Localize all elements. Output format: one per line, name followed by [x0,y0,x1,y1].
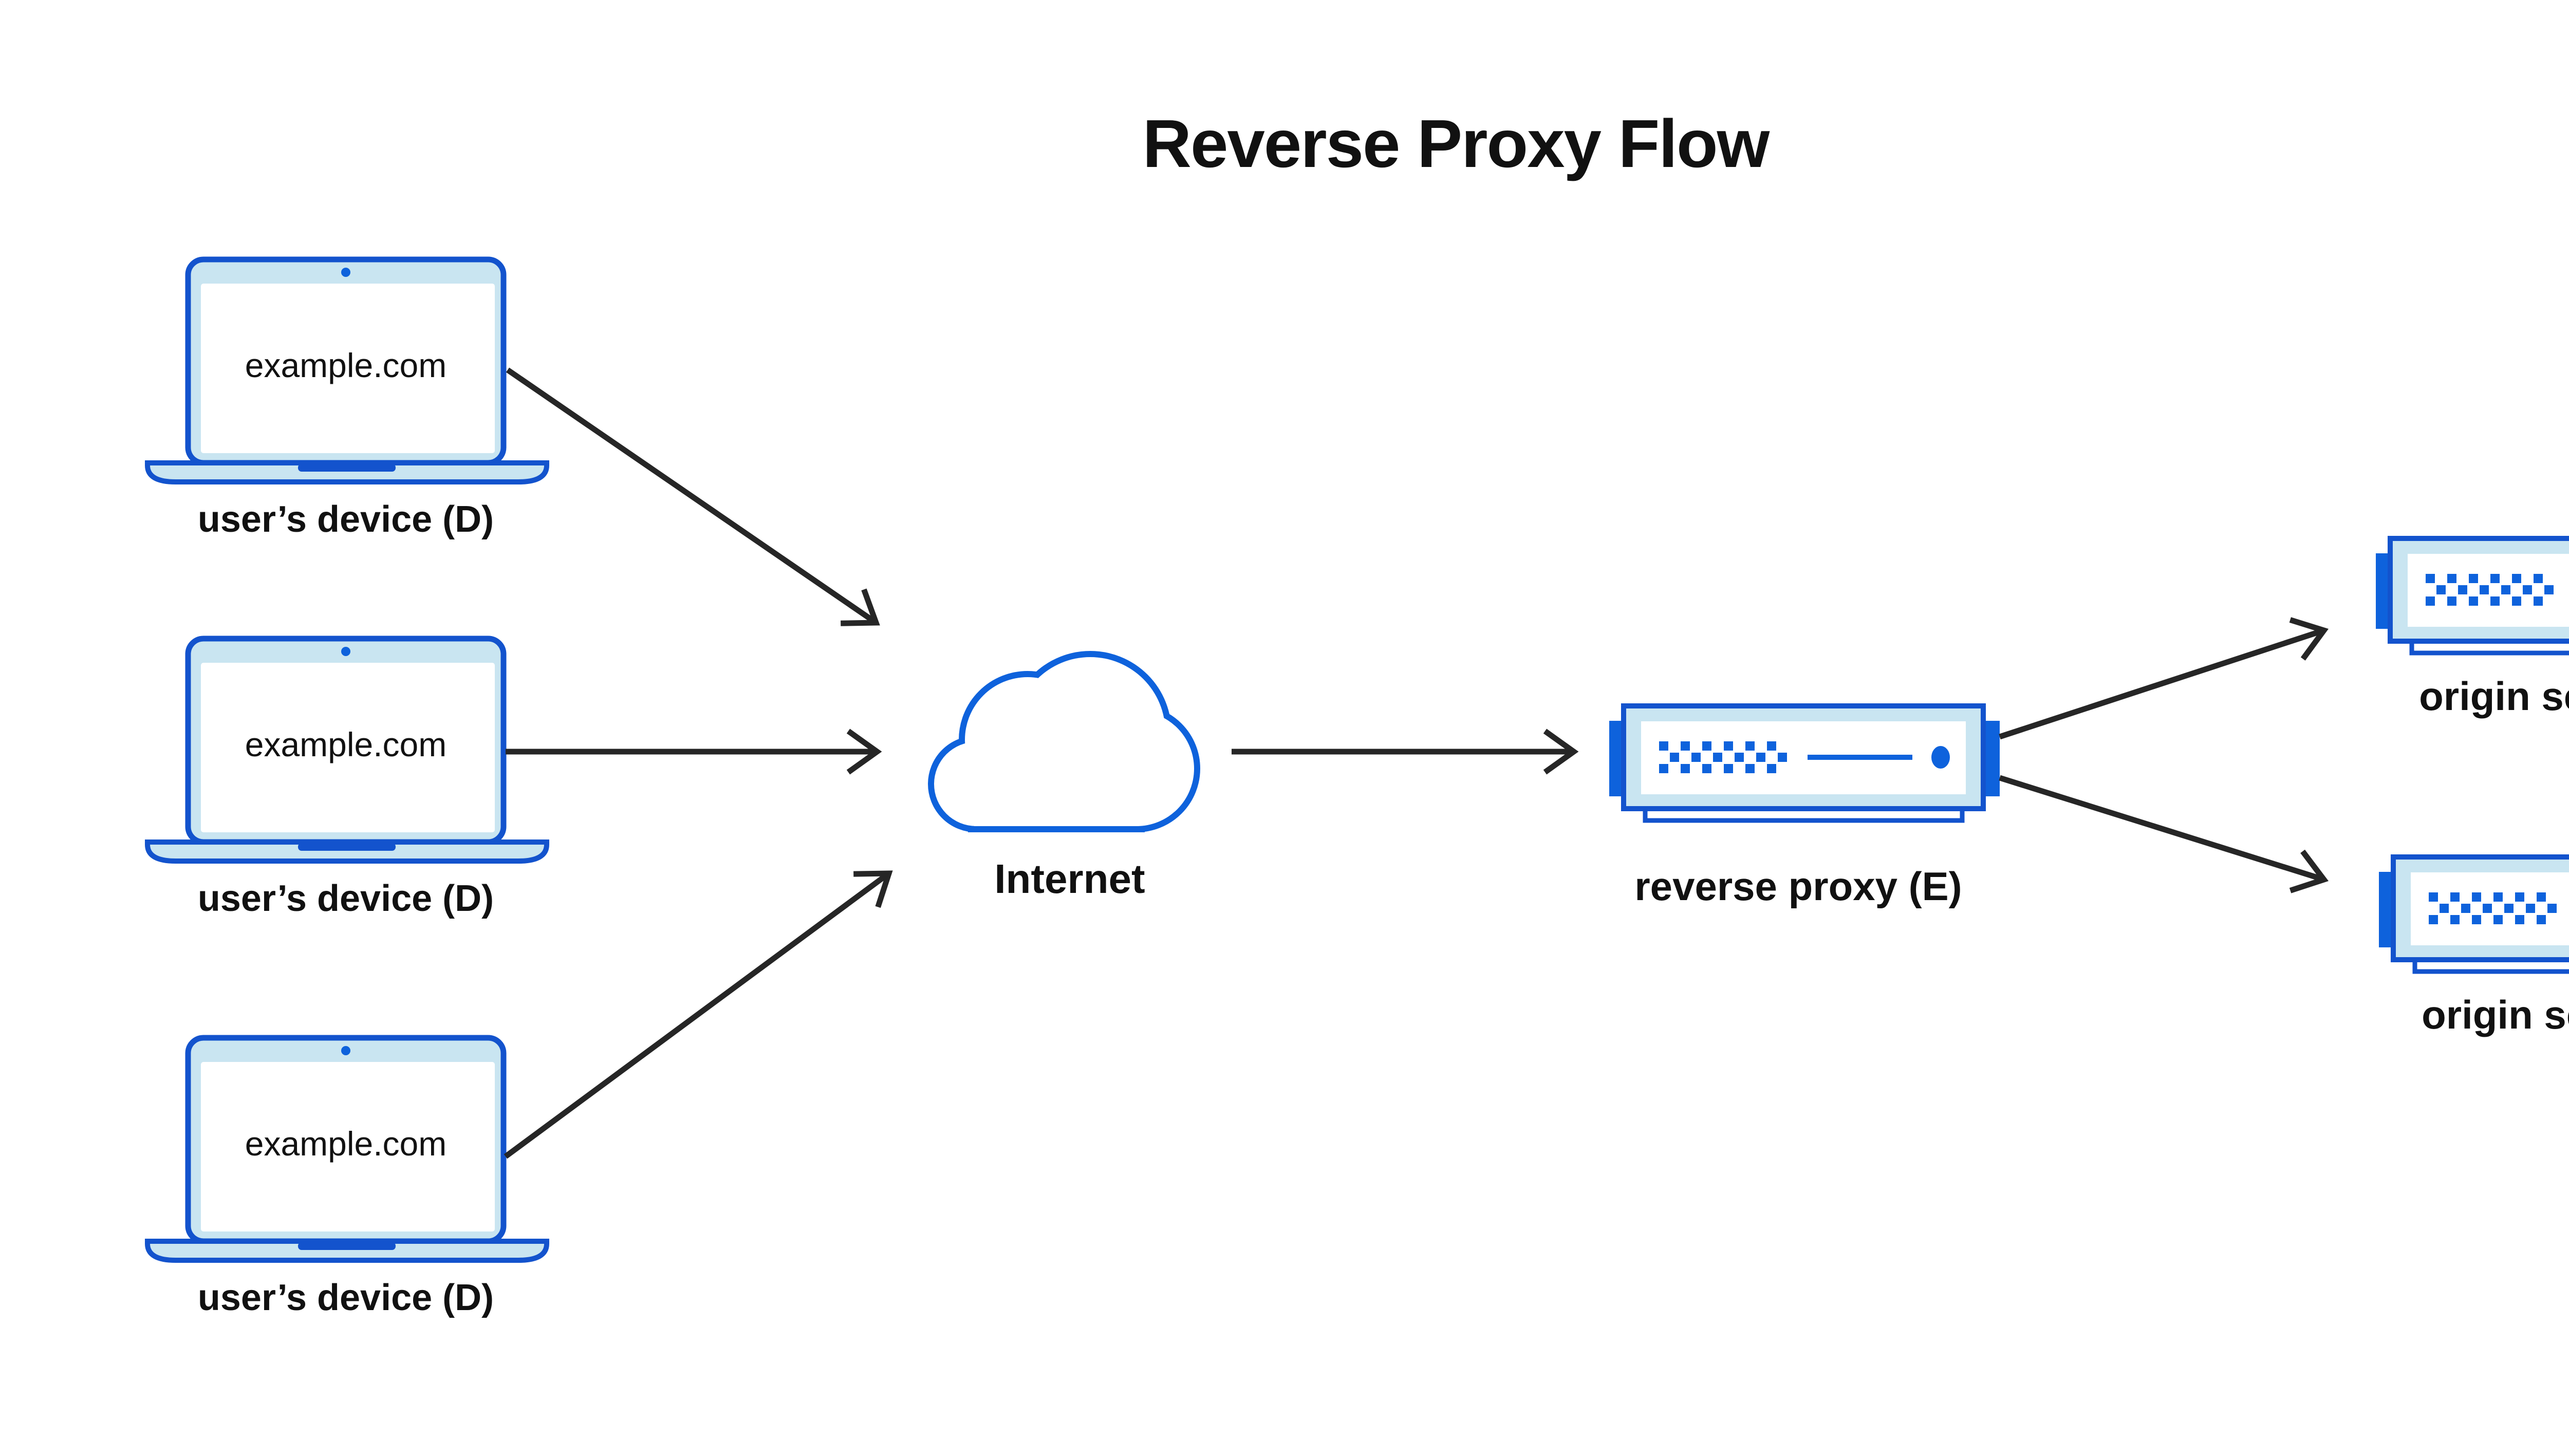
internet-node: Internet [928,651,1200,902]
user-device-1: example.com user’s device (D) [147,259,547,540]
device-screen-url: example.com [245,346,447,384]
page-title: Reverse Proxy Flow [1143,106,1770,181]
device-screen-url: example.com [245,1125,447,1163]
user-device-3: example.com user’s device (D) [147,1038,547,1318]
server-icon [1609,706,2000,820]
reverse-proxy-node: reverse proxy (E) [1609,706,2000,909]
device-label: user’s device (D) [198,1277,494,1318]
reverse-proxy-label: reverse proxy (E) [1634,864,1962,909]
device-label: user’s device (D) [198,499,494,540]
origin-server-label: origin server (F) [2422,992,2569,1037]
arrow-device1-to-internet [506,367,880,626]
arrow-proxy-to-origin1 [1999,617,2329,740]
arrow-proxy-to-origin2 [1999,775,2329,893]
internet-label: Internet [994,856,1145,902]
origin-server-1: origin server (F) [2376,538,2569,719]
server-icon [2379,857,2569,972]
origin-server-label: origin server (F) [2419,674,2569,719]
device-screen-url: example.com [245,725,447,763]
arrow-device3-to-internet [504,870,893,1159]
user-device-2: example.com user’s device (D) [147,639,547,919]
device-label: user’s device (D) [198,878,494,919]
origin-server-2: origin server (F) [2379,857,2569,1037]
server-icon [2376,538,2569,653]
